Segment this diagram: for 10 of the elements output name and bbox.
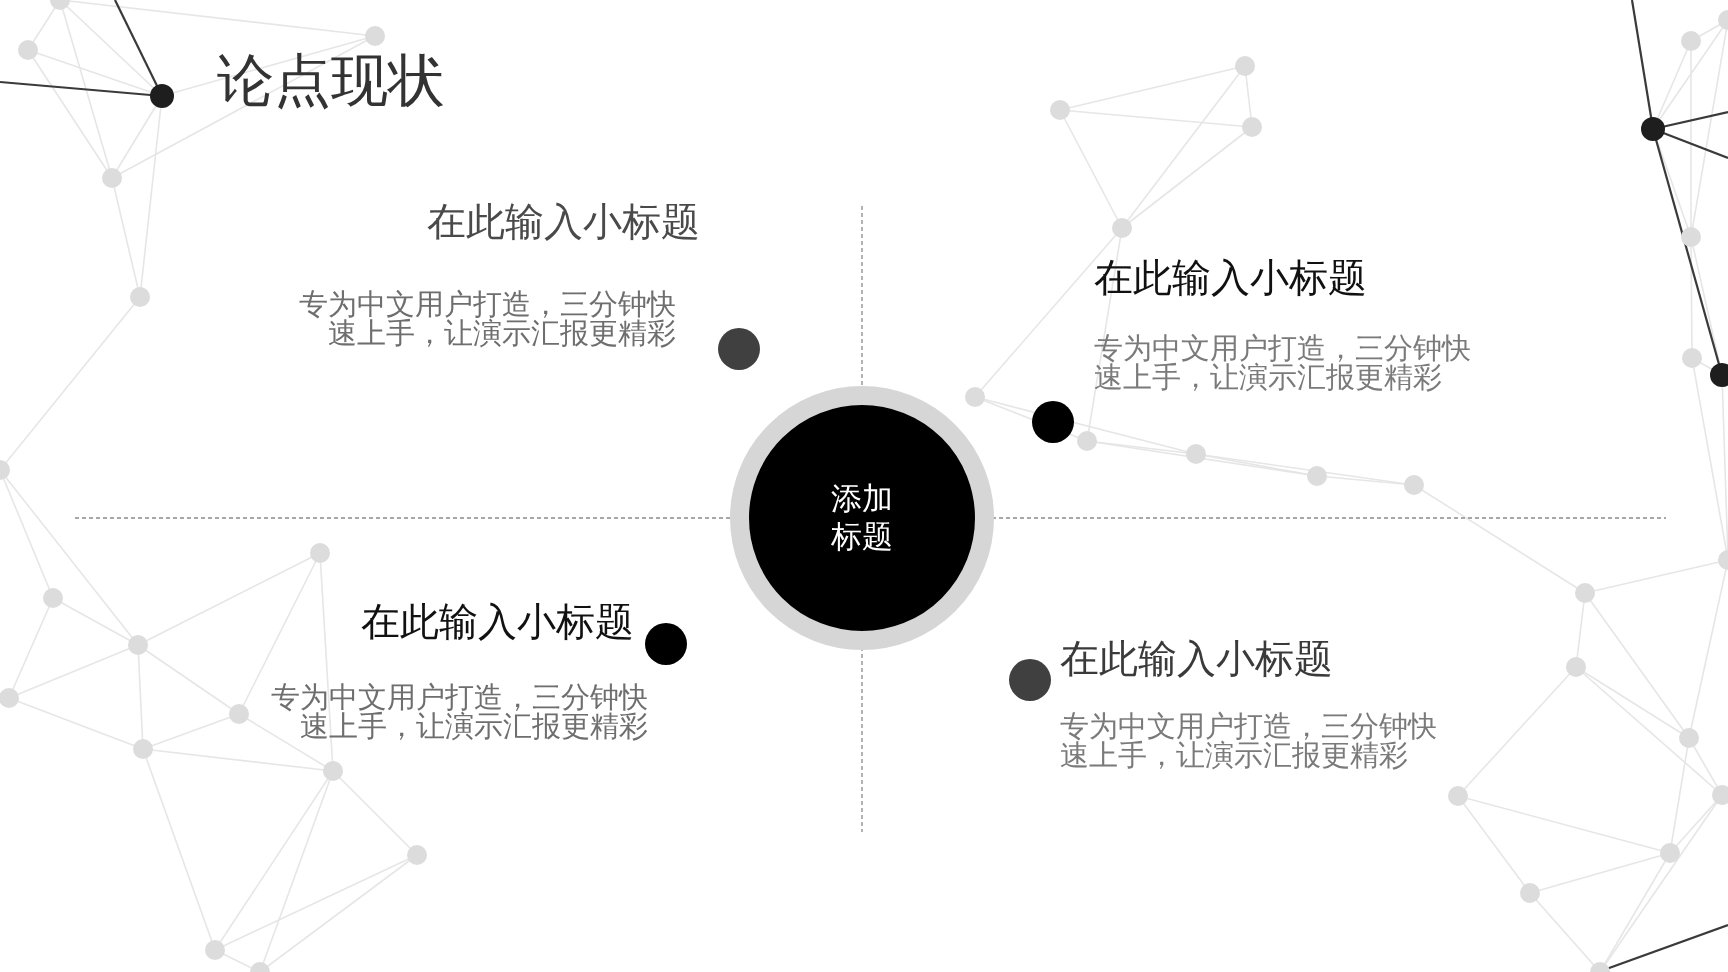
body-text: 专为中文用户打造，三分钟快速上手，让演示汇报更精彩: [1060, 712, 1438, 769]
subheading: 在此输入小标题: [361, 599, 634, 645]
body-text: 专为中文用户打造，三分钟快速上手，让演示汇报更精彩: [298, 290, 676, 347]
body-text: 专为中文用户打造，三分钟快速上手，让演示汇报更精彩: [1094, 334, 1472, 391]
circle-label: 添加标题: [830, 480, 894, 556]
subheading: 在此输入小标题: [427, 199, 700, 245]
body-text: 专为中文用户打造，三分钟快速上手，让演示汇报更精彩: [270, 683, 648, 740]
subheading: 在此输入小标题: [1060, 636, 1333, 682]
subheading: 在此输入小标题: [1094, 255, 1367, 301]
slide-title: 论点现状: [217, 47, 445, 114]
